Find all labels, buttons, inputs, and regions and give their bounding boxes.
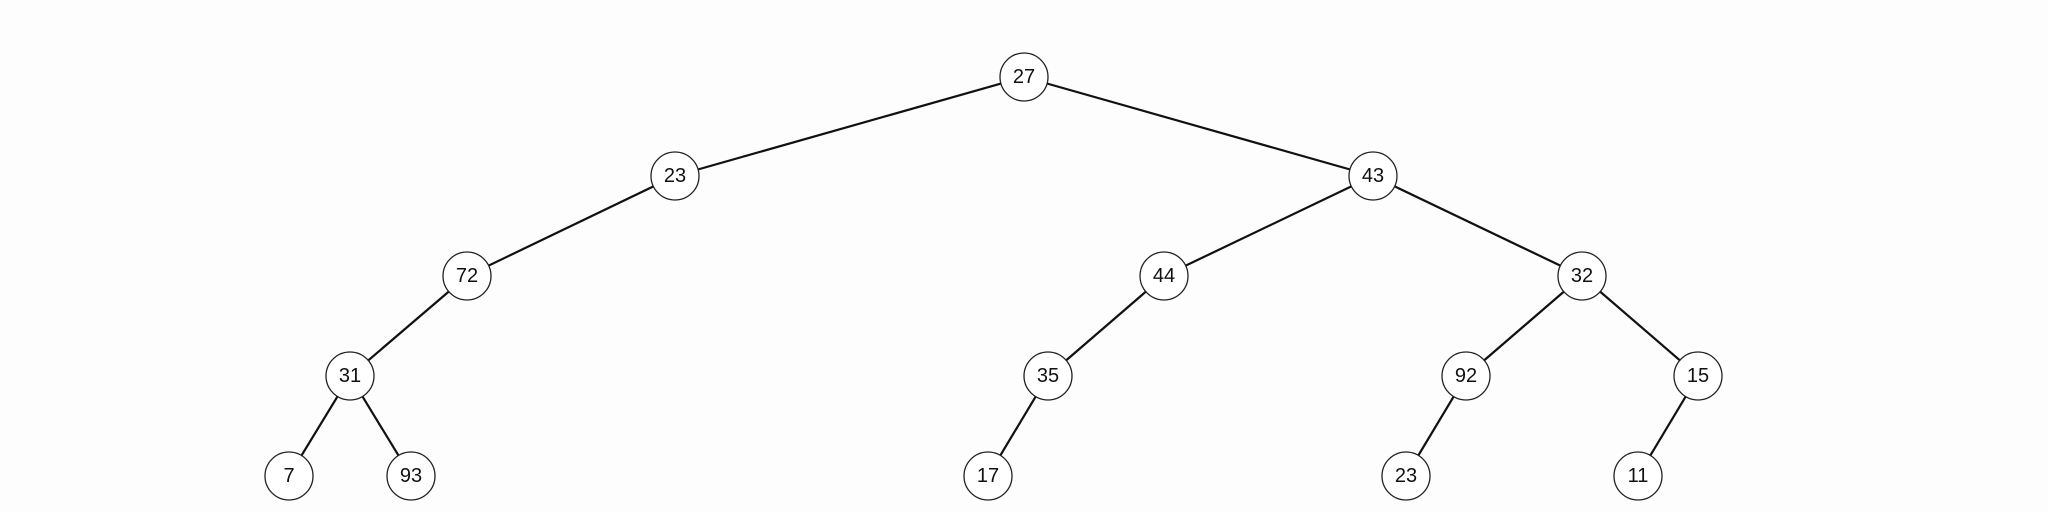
tree-node: 15	[1673, 351, 1723, 401]
tree-node-label: 7	[283, 465, 294, 487]
tree-node-label: 23	[664, 165, 686, 187]
tree-node: 23	[1381, 451, 1431, 501]
tree-edge	[466, 175, 676, 277]
tree-node-circle	[1557, 251, 1607, 301]
tree-edge	[349, 275, 468, 377]
tree-node-label: 35	[1037, 365, 1059, 387]
tree-edge	[1372, 175, 1583, 277]
tree-node-label: 92	[1455, 365, 1477, 387]
tree-node-label: 44	[1153, 265, 1175, 287]
tree-node: 7	[264, 451, 314, 501]
tree-node: 32	[1557, 251, 1607, 301]
tree-node-label: 43	[1362, 165, 1384, 187]
tree-node-label: 15	[1687, 365, 1709, 387]
tree-node-circle	[1381, 451, 1431, 501]
tree-edge	[1465, 275, 1583, 377]
tree-node-label: 32	[1571, 265, 1593, 287]
tree-node-label: 27	[1013, 66, 1035, 88]
tree-node: 44	[1139, 251, 1189, 301]
tree-node-circle	[442, 251, 492, 301]
tree-node-label: 17	[977, 465, 999, 487]
tree-node: 72	[442, 251, 492, 301]
tree-node: 23	[650, 151, 700, 201]
tree-nodes: 7 93 31 72 23 17 35 44 23 92 11 15 32 43 27	[264, 52, 1723, 501]
tree-node: 35	[1023, 351, 1073, 401]
tree-node-label: 31	[339, 365, 361, 387]
tree-node-circle	[386, 451, 436, 501]
tree-node: 92	[1441, 351, 1491, 401]
tree-node-label: 11	[1628, 465, 1649, 487]
tree-node-circle	[1441, 351, 1491, 401]
tree-node-label: 72	[456, 265, 478, 287]
tree-node-circle	[1023, 351, 1073, 401]
tree-node: 31	[325, 351, 375, 401]
tree-node: 27	[999, 52, 1049, 102]
tree-edge	[1581, 275, 1699, 377]
tree-node-circle	[650, 151, 700, 201]
tree-edges	[288, 75, 1699, 477]
tree-node: 43	[1348, 151, 1398, 201]
tree-node: 11	[1613, 451, 1663, 501]
tree-node-label: 23	[1395, 465, 1417, 487]
tree-node-circle	[1673, 351, 1723, 401]
tree-edge	[1023, 75, 1374, 178]
tree-node-circle	[1348, 151, 1398, 201]
tree-edge	[1047, 275, 1165, 377]
tree-node-circle	[963, 451, 1013, 501]
tree-node-circle	[325, 351, 375, 401]
tree-node-circle	[1613, 451, 1663, 501]
tree-node: 93	[386, 451, 436, 501]
tree-node-circle	[264, 451, 314, 501]
tree-node: 17	[963, 451, 1013, 501]
tree-edge	[1163, 175, 1374, 277]
tree-node-circle	[1139, 251, 1189, 301]
tree-edge	[674, 75, 1025, 178]
tree-node-circle	[999, 52, 1049, 102]
tree-node-label: 93	[400, 465, 422, 487]
